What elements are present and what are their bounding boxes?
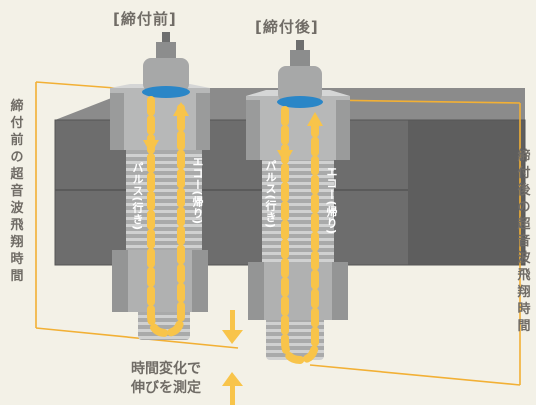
after-title: [締付後]: [255, 18, 319, 36]
note-line-1: 時間変化で: [131, 361, 201, 377]
pulse-label-before: パルス(行き): [131, 162, 144, 231]
echo-arrow-up-after: [307, 112, 323, 126]
before-title: [締付前]: [113, 10, 177, 28]
elongation-arrows: [222, 310, 243, 405]
after-time-label: 締付後の超音波飛翔時間: [517, 149, 531, 334]
pulse-label-after: パルス(行き): [264, 160, 277, 229]
pulse-arrow-down-after: [277, 150, 293, 164]
echo-label-after: エコー(帰り): [325, 166, 338, 235]
wave-path-after: [281, 106, 319, 365]
note-line-2: 伸びを測定: [131, 380, 201, 396]
pulse-arrow-down-before: [143, 140, 159, 154]
before-time-label: 締付前の超音波飛翔時間: [10, 99, 24, 284]
echo-arrow-up-before: [173, 102, 189, 116]
echo-label-before: エコー(帰り): [191, 156, 204, 225]
wave-path-before: [147, 96, 185, 338]
time-guide-lines: [35, 81, 521, 386]
elongation-note: 時間変化で 伸びを測定: [112, 360, 220, 398]
bolt-after: [246, 40, 350, 360]
